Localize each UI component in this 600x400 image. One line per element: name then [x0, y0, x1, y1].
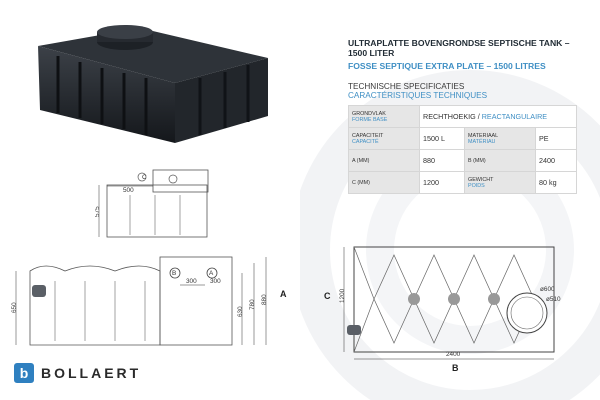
shape-value: RECHTHOEKIG / REACTANGULAIRE: [419, 105, 577, 128]
spec-row-shape: GRONDVLAK FORME BASE RECHTHOEKIG / REACT…: [348, 105, 577, 128]
shape-value-fr: REACTANGULAIRE: [481, 112, 548, 121]
label-b: B: [452, 363, 459, 373]
specs-heading: TECHNISCHE SPECIFICATIES CARACTÉRISTIQUE…: [348, 82, 487, 100]
shape-label-nl: GRONDVLAK: [352, 110, 386, 117]
product-subtitle: FOSSE SEPTIQUE EXTRA PLATE – 1500 LITRES: [348, 61, 546, 71]
a-label: A (mm): [348, 149, 420, 172]
weight-label-nl: GEWICHT: [468, 176, 494, 183]
label-c: C: [324, 291, 331, 301]
tank-photo: [38, 25, 268, 143]
mark-a-side: A: [209, 270, 214, 277]
drawing-top-view: 500 C 575: [95, 169, 209, 238]
dim-500: 500: [123, 187, 134, 194]
dim-650: 650: [11, 302, 18, 313]
mark-c-top: C: [142, 174, 147, 181]
material-value: PE: [535, 127, 577, 150]
specs-heading-fr: CARACTÉRISTIQUES TECHNIQUES: [348, 91, 488, 100]
weight-label-fr: POIDS: [468, 182, 485, 189]
spec-row-capacity: CAPACITEIT CAPACITÉ 1500 L MATERIAAL MAT…: [348, 127, 577, 150]
shape-value-nl: RECHTHOEKIG /: [423, 112, 480, 121]
dim-300b: 300: [210, 278, 221, 285]
b-label: B (mm): [464, 149, 536, 172]
material-label: MATERIAAL MATÉRIAU: [464, 127, 536, 150]
dim-630: 630: [237, 306, 244, 317]
c-label: C (mm): [348, 171, 420, 194]
drawing-plan-view: ø600 ø510 1200 2400 C B: [324, 246, 561, 373]
brand-name: BOLLAERT: [41, 365, 142, 381]
spec-row-a-b: A (mm) 880 B (mm) 2400: [348, 149, 577, 172]
dim-575: 575: [95, 206, 101, 217]
capacity-label: CAPACITEIT CAPACITÉ: [348, 127, 420, 150]
weight-label: GEWICHT POIDS: [464, 171, 536, 194]
specs-table: GRONDVLAK FORME BASE RECHTHOEKIG / REACT…: [348, 105, 577, 194]
b-value: 2400: [535, 149, 577, 172]
label-a: A: [280, 289, 287, 299]
capacity-label-fr: CAPACITÉ: [352, 138, 379, 145]
product-title: ULTRAPLATTE BOVENGRONDSE SEPTISCHE TANK …: [348, 38, 570, 58]
drawing-side-view: B A 300 300 630 780 880 650 A: [11, 256, 287, 346]
dim-o510: ø510: [546, 296, 561, 303]
shape-label-fr: FORME BASE: [352, 116, 388, 123]
brand-logo: b BOLLAERT: [14, 363, 141, 383]
shape-label: GRONDVLAK FORME BASE: [348, 105, 420, 128]
dim-1200: 1200: [339, 288, 346, 303]
capacity-value: 1500 L: [419, 127, 465, 150]
specs-heading-nl: TECHNISCHE SPECIFICATIES: [348, 82, 465, 91]
dim-2400: 2400: [446, 351, 461, 358]
dim-780: 780: [249, 299, 256, 310]
c-value: 1200: [419, 171, 465, 194]
material-label-fr: MATÉRIAU: [468, 138, 496, 145]
dim-880: 880: [261, 294, 268, 305]
dim-300a: 300: [186, 278, 197, 285]
a-value: 880: [419, 149, 465, 172]
mark-b-side: B: [172, 270, 176, 277]
weight-value: 80 kg: [535, 171, 577, 194]
material-label-nl: MATERIAAL: [468, 132, 499, 139]
logo-icon: b: [14, 363, 34, 383]
dim-o600: ø600: [540, 286, 555, 293]
spec-row-c-weight: C (mm) 1200 GEWICHT POIDS 80 kg: [348, 171, 577, 194]
capacity-label-nl: CAPACITEIT: [352, 132, 384, 139]
